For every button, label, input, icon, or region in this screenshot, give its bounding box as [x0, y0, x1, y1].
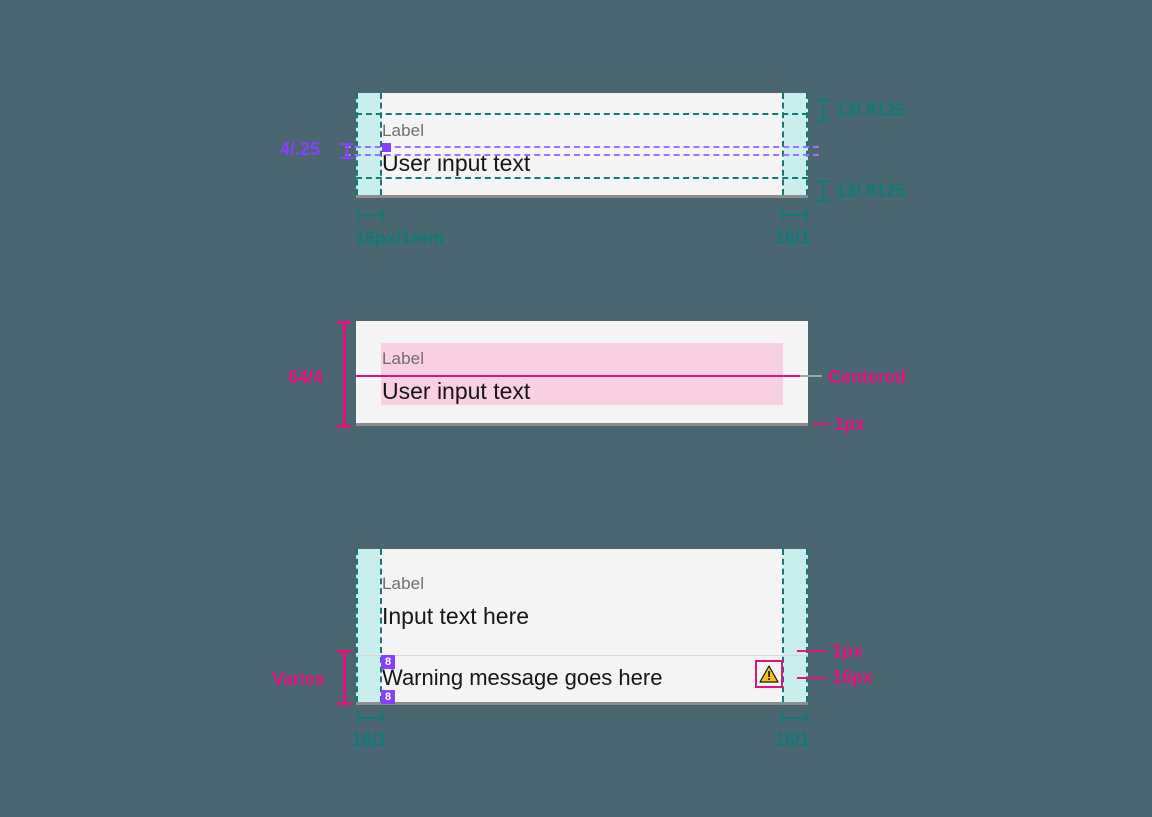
- right-padding-guide: [784, 93, 808, 195]
- right-padding-bracket: [781, 208, 807, 221]
- right-content-dash: [782, 549, 784, 702]
- right-padding-guide: [784, 549, 808, 702]
- left-padding-bracket: [357, 711, 383, 724]
- annotation-left-padding: 16/1: [352, 730, 388, 750]
- annotation-icon-size: 16px: [832, 667, 874, 687]
- field-value[interactable]: User input text: [382, 150, 531, 176]
- field-label: Label: [382, 121, 425, 140]
- purple-gap-ibeam: [340, 143, 354, 159]
- warning-message: Warning message goes here: [382, 665, 663, 690]
- spacing-badge-bottom: 8: [381, 690, 395, 704]
- top-padding-ibeam: [816, 99, 830, 121]
- field-label: Label: [382, 574, 425, 593]
- left-padding-guide: [356, 93, 380, 195]
- annotation-varies-height: Varies: [272, 669, 326, 689]
- icon-size-callout-line: [797, 677, 827, 679]
- text-input-field-1[interactable]: Label User input text: [356, 93, 808, 198]
- annotation-field-height: 64/4: [288, 367, 324, 387]
- vertical-center-line: [356, 375, 813, 377]
- left-content-dash: [380, 549, 382, 702]
- warning-height-bracket: [337, 650, 351, 705]
- divider-callout-line: [797, 650, 827, 652]
- annotation-top-padding: 13/.8125: [836, 100, 907, 120]
- annotation-bottom-padding: 13/.8125: [836, 181, 907, 201]
- left-padding-dash: [356, 549, 358, 702]
- baseline-dash-lower: [345, 154, 819, 156]
- annotation-divider-width: 1px: [832, 641, 864, 661]
- annotation-line-gap: 4/.25: [280, 139, 321, 159]
- baseline-dash-upper: [345, 146, 819, 148]
- right-padding-dash: [806, 93, 808, 195]
- warning-divider: [356, 655, 808, 656]
- right-padding-bracket: [781, 711, 807, 724]
- annotation-right-padding: 16/1: [775, 228, 811, 248]
- text-input-field-2[interactable]: Label User input text: [356, 321, 808, 426]
- centered-leader: [800, 375, 822, 377]
- spacing-badge-top: 8: [381, 655, 395, 669]
- right-padding-dash: [806, 549, 808, 702]
- bottom-padding-ibeam: [816, 180, 830, 202]
- top-inset-dash: [356, 113, 808, 115]
- annotation-centered: Centered: [828, 367, 907, 387]
- field-label: Label: [382, 349, 425, 368]
- left-padding-guide: [356, 549, 380, 702]
- annotation-right-padding: 16/1: [775, 730, 811, 750]
- baseline-marker-square: [382, 143, 391, 152]
- left-padding-dash: [356, 93, 358, 195]
- field-value[interactable]: Input text here: [382, 603, 530, 629]
- annotation-border-width: 1px: [834, 414, 866, 434]
- right-content-dash: [782, 93, 784, 195]
- field-height-bracket: [337, 321, 351, 428]
- field-value[interactable]: User input text: [382, 378, 531, 404]
- warning-triangle-icon: [755, 660, 783, 688]
- bottom-inset-dash: [356, 177, 808, 179]
- left-content-dash: [380, 93, 382, 195]
- border-callout-line: [812, 423, 830, 425]
- left-padding-bracket: [357, 208, 383, 221]
- annotation-left-padding: 16px/1rem: [355, 228, 445, 248]
- text-input-field-3[interactable]: Label Input text here Warning message go…: [356, 549, 808, 705]
- content-height-fill: [381, 343, 783, 405]
